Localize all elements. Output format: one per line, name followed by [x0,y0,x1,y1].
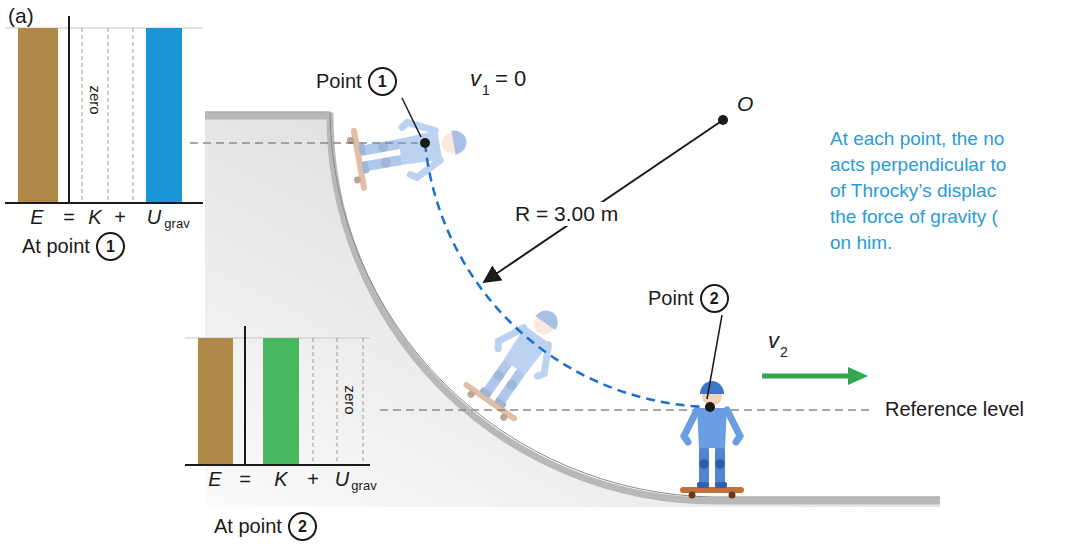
energy-bar-chart [185,326,370,465]
equation-sign: = [63,206,75,229]
center-label: O [737,92,753,116]
callout-circle: Point 2 [648,284,729,313]
energy-symbol: U [335,468,349,491]
subscript: 2 [780,344,788,360]
energy-symbol: U [147,206,161,229]
energy-symbol: K [274,468,287,491]
skater-figure [345,109,472,192]
callout-number: 2 [288,512,317,541]
trajectory [425,143,710,407]
zero-label: zero [341,385,358,414]
callout-heading: At point [22,235,90,258]
leader-line [402,98,421,137]
velocity-symbol: v [470,66,481,91]
skater-figure [680,381,744,499]
callout-number: 1 [96,232,125,261]
note-line: of Throcky’s displac [830,180,996,202]
velocity-arrowhead [848,367,868,385]
velocity-symbol: v [768,328,779,353]
center-dot [420,138,430,148]
callout-circle: At point 1 [22,232,125,261]
energy-symbol: K [88,206,101,229]
note-line: At each point, the no [830,128,1004,150]
reference-line [380,409,872,410]
velocity-arrow [762,374,850,379]
subscript: 1 [482,82,490,98]
callout-heading: Point [648,287,694,310]
subscript: grav [351,479,376,494]
note-line: acts perpendicular to [830,154,1006,176]
energy-symbol: E [208,468,221,491]
callout-heading: Point [316,70,362,93]
equation-sign: + [307,468,319,491]
energy-symbol: E [30,206,43,229]
reference-label: Reference level [882,398,1027,421]
panel-letter: (a) [8,4,34,28]
callout-circle: Point 1 [316,67,397,96]
velocity-value: = 0 [495,66,526,91]
note-line: on him. [830,232,892,254]
ramp-edge [205,112,940,497]
energy-bar-chart [5,16,203,203]
callout-circle: At point 2 [214,512,317,541]
subscript: grav [164,217,189,232]
radius-label: R = 3.00 m [512,202,621,226]
callout-number: 2 [700,284,729,313]
ramp-face [205,116,940,507]
equation-sign: = [239,468,251,491]
callout-number: 1 [368,67,397,96]
center-dot [705,402,715,412]
radius-line [484,120,723,282]
leader-line [707,315,722,399]
ramp-surface [205,116,940,501]
zero-label: zero [86,85,103,114]
note-line: the force of gravity ( [830,206,998,228]
equation-sign: + [114,206,126,229]
skater-figure [459,294,579,427]
callout-heading: At point [214,515,282,538]
